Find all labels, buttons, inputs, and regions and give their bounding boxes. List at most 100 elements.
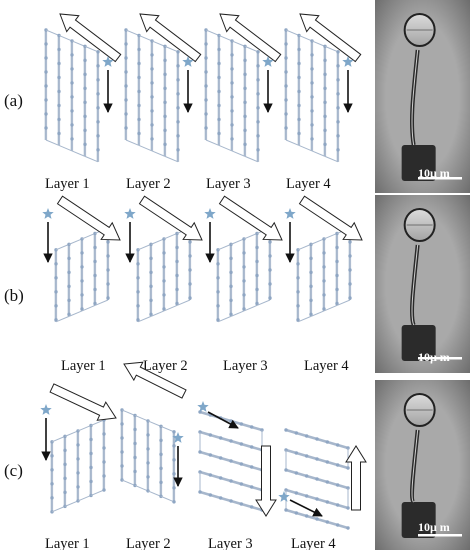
lattice-node: [146, 461, 150, 465]
lattice-node: [294, 511, 299, 515]
lattice-node: [315, 517, 319, 521]
lattice-node: [296, 290, 300, 294]
lattice-node: [80, 307, 84, 311]
lattice-node: [294, 451, 299, 455]
lattice-link: [64, 500, 79, 507]
lattice-node: [149, 256, 153, 261]
lattice-node: [133, 469, 137, 474]
hollow-arrow-c-2: [123, 361, 187, 399]
lattice-link: [244, 45, 259, 53]
lattice-node: [106, 296, 110, 300]
lattice-node: [335, 443, 340, 447]
lattice-node: [150, 95, 154, 99]
lattice-node: [204, 70, 208, 74]
lattice-link: [77, 424, 92, 432]
lattice-node: [309, 284, 313, 289]
lattice-node: [172, 500, 176, 504]
lattice-node: [256, 120, 260, 124]
lattice-link: [297, 243, 312, 251]
lattice-node: [323, 114, 327, 119]
lattice-node: [188, 282, 192, 286]
lattice-node: [243, 86, 247, 91]
lattice-node: [198, 490, 202, 494]
lattice-node: [163, 72, 167, 77]
lattice-node: [124, 56, 128, 60]
lattice-link: [164, 45, 179, 53]
lattice-link: [125, 139, 140, 146]
lattice-link: [310, 310, 325, 317]
star-icon-a-2: [182, 56, 194, 67]
lattice-node: [243, 58, 247, 63]
lattice-node: [229, 419, 233, 423]
star-icon-c-3: [197, 401, 209, 412]
lattice-node: [294, 431, 299, 435]
scale-bar: [418, 534, 462, 537]
lattice-node: [217, 117, 221, 122]
lattice-node: [304, 454, 309, 458]
layer-label-a-4: Layer 4: [286, 176, 331, 192]
lattice-node: [284, 428, 288, 432]
lattice-node: [348, 268, 352, 272]
lattice-node: [172, 458, 176, 462]
lattice-link: [311, 40, 326, 47]
lattice-node: [310, 67, 314, 71]
lattice-node: [239, 422, 244, 426]
direction-arrow-group: [41, 70, 353, 517]
lattice-node: [89, 451, 93, 456]
lattice-node: [150, 123, 154, 127]
lattice-node: [44, 84, 48, 88]
lattice-node: [102, 488, 106, 492]
lattice-node: [255, 273, 259, 278]
lattice-node: [217, 89, 221, 94]
lattice-node: [242, 279, 246, 283]
lattice-link: [163, 232, 178, 240]
lattice-node: [57, 89, 61, 94]
lattice-a-2: [124, 28, 180, 163]
lattice-link: [324, 45, 339, 53]
lattice-node: [216, 276, 220, 280]
layer-label-a-3: Layer 3: [206, 176, 251, 192]
hollow-arrow-b-2: [138, 195, 203, 241]
lattice-node: [310, 109, 314, 113]
lattice-node: [229, 499, 233, 503]
lattice-node: [188, 254, 192, 258]
lattice-node: [297, 47, 301, 52]
lattice-node: [93, 245, 97, 250]
lattice-node: [325, 460, 330, 464]
lattice-node: [243, 114, 247, 119]
star-icon-b-2: [124, 208, 136, 219]
lattice-node: [96, 148, 100, 152]
lattice-link: [298, 144, 313, 152]
lattice-node: [336, 134, 340, 138]
lattice-node: [176, 148, 180, 152]
lattice-node: [256, 106, 260, 110]
lattice-node: [325, 520, 330, 524]
lattice-node: [106, 240, 110, 244]
lattice-link: [137, 315, 152, 323]
lattice-node: [268, 240, 272, 244]
lattice-node: [76, 457, 80, 461]
lattice-node: [284, 126, 288, 130]
lattice-node: [204, 126, 208, 130]
lattice-link: [150, 238, 165, 245]
star-icon-a-4: [342, 56, 354, 67]
lattice-node: [335, 523, 340, 527]
lattice-link: [160, 425, 175, 433]
lattice-node: [163, 142, 167, 147]
lattice-node: [243, 100, 247, 105]
lattice-node: [346, 506, 350, 510]
lattice-node: [204, 84, 208, 88]
micrograph-c: [375, 380, 470, 550]
lattice-node: [322, 307, 326, 311]
lattice-link: [45, 139, 60, 146]
lattice-node: [54, 276, 58, 280]
lattice-node: [149, 312, 153, 317]
lattice-node: [348, 282, 352, 286]
lattice-node: [44, 112, 48, 116]
lattice-node: [323, 86, 327, 91]
lattice-node: [176, 64, 180, 68]
lattice-node: [70, 53, 74, 57]
hollow-arrow-a-1: [59, 13, 122, 63]
lattice-link: [324, 155, 339, 163]
